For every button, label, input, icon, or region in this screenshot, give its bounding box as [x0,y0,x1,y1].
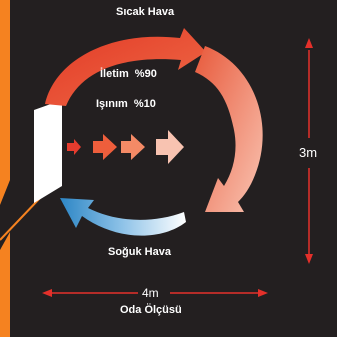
height-arrowhead-up [305,38,313,48]
width-arrowhead-right [258,289,268,297]
heat-arrow-3 [121,134,145,160]
heat-arrow-2 [93,134,117,160]
radiation-arrows [67,130,184,164]
conduction-percent: %90 [134,68,157,80]
hot-air-label: Sıcak Hava [116,6,175,18]
orange-border-bottom [0,232,10,337]
hot-air-arc [45,28,206,106]
width-dimension [42,289,268,297]
diagonal-border-line [0,197,41,241]
conduction-text: İletim [100,68,129,80]
width-label: 4m [142,286,159,300]
height-arrowhead-down [305,254,313,264]
cold-air-arrow [60,198,186,236]
radiation-text: Işınım [96,98,128,110]
width-arrowhead-left [42,289,52,297]
room-size-label: Oda Ölçüsü [120,304,182,316]
conduction-label: İletim %90 [100,68,157,80]
height-label: 3m [299,145,318,160]
radiation-label: Işınım %10 [96,98,156,110]
cold-air-label: Soğuk Hava [108,246,171,258]
heat-arrow-4 [156,130,184,164]
hot-air-descending-arrow [195,46,263,212]
radiation-percent: %10 [133,98,156,110]
heater-panel [34,100,62,203]
height-dimension [305,38,313,264]
heat-arrow-1 [67,139,81,155]
orange-border-top [0,0,10,205]
